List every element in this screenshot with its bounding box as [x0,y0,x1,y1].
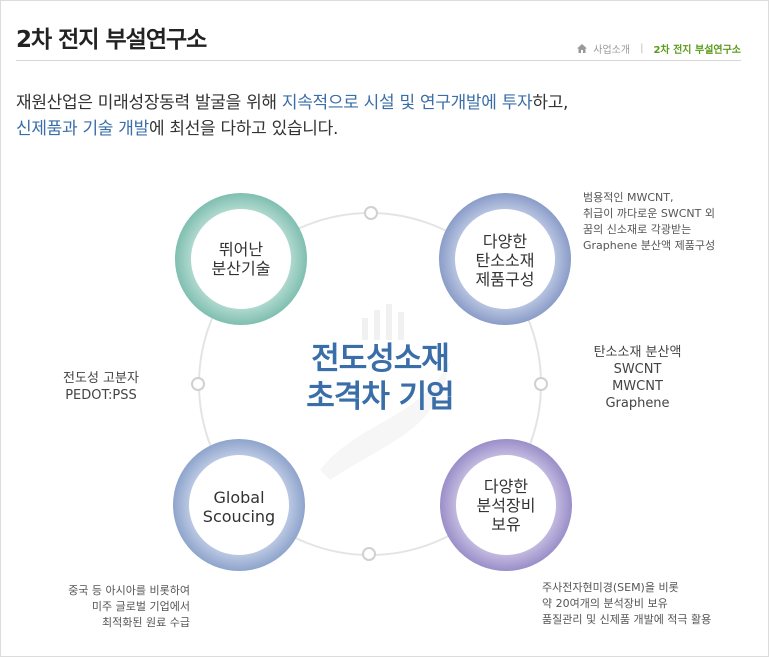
home-icon[interactable] [577,44,588,53]
intro-highlight-2: 신제품과 기술 개발 [16,119,149,139]
circle-top-right [439,193,571,325]
note-right: 탄소소재 분산액 SWCNT MWCNT Graphene [593,345,682,411]
note-bottom-left: 중국 등 아시아를 비롯하여 미주 글로벌 기업에서 최적화된 원료 수급 [68,584,190,629]
intro-line-2: 신제품과 기술 개발에 최선을 다하고 있습니다. [16,119,339,139]
circle-bottom-left [173,439,305,571]
circle-label-bottom-left: Global Scoucing [202,488,276,526]
page-title: 2차 전지 부설연구소 [16,27,207,53]
breadcrumb: 사업소개 | 2차 전지 부설연구소 [577,41,741,56]
title-divider [16,60,741,61]
circle-top-left [175,193,307,325]
breadcrumb-separator: | [640,43,644,54]
orbit-dot-bottom [362,547,376,561]
note-top-right: 범용적인 MWCNT, 취급이 까다로운 SWCNT 외 꿈의 신소재로 각광받… [583,191,716,252]
orbit-dot-right [534,377,548,391]
circle-bottom-right [440,439,572,571]
center-heading: 전도성소재 초격차 기업 [306,341,454,415]
note-left: 전도성 고분자 PEDOT:PSS [63,371,139,403]
orbit-dot-top [364,206,378,220]
watermark-logo [320,304,450,480]
intro-text: 재원산업은 미래성장동력 발굴을 위해 지속적으로 시설 및 연구개발에 투자하… [16,90,568,142]
breadcrumb-current: 2차 전지 부설연구소 [653,45,741,56]
circle-label-bottom-right: 다양한 분석장비 보유 [476,477,536,534]
note-bottom-right: 주사전자현미경(SEM)을 비롯 약 20여개의 분석장비 보유 품질관리 및 … [542,581,712,626]
orbit-dot-left [191,377,205,391]
intro-highlight-1: 지속적으로 시설 및 연구개발에 투자 [281,93,533,113]
breadcrumb-parent[interactable]: 사업소개 [593,45,631,56]
circle-label-top-right: 다양한 탄소소재 제품구성 [475,232,535,289]
circle-label-top-left: 뛰어난 분산기술 [211,240,271,278]
intro-line-1: 재원산업은 미래성장동력 발굴을 위해 지속적으로 시설 및 연구개발에 투자하… [16,93,569,113]
